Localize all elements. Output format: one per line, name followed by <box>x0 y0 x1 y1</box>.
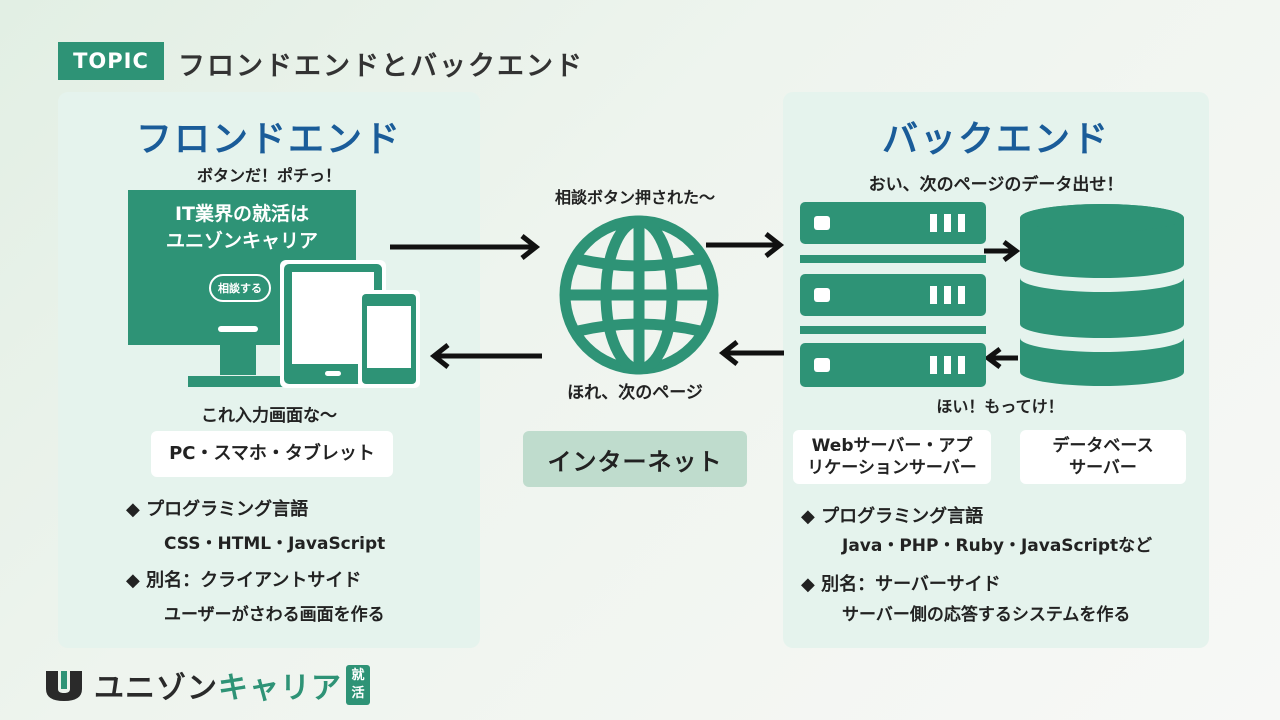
server-icon <box>800 202 986 387</box>
globe-icon <box>559 215 719 375</box>
db-label-line2: サーバー <box>1069 458 1137 478</box>
logo-badge: 就 活 <box>346 665 370 705</box>
server-label-line1: Webサーバー・アプ <box>811 435 973 456</box>
database-icon <box>1020 204 1184 386</box>
frontend-alias-detail: ユーザーがさわる画面を作る <box>164 605 385 625</box>
brand-logo: ユニゾンキャリア 就 活 <box>44 663 370 707</box>
logo-badge-1: 就 <box>351 668 365 683</box>
backend-alias-detail: サーバー側の応答するシステムを作る <box>842 605 1131 625</box>
db-label-line1: データベース <box>1052 435 1154 456</box>
frontend-heading: フロンドエンド <box>135 119 402 160</box>
logo-text: ユニゾンキャリア <box>94 663 342 707</box>
monitor-text-line1: IT業界の就活は <box>174 203 310 225</box>
logo-mark-icon <box>46 671 82 701</box>
logo-text-b: キャリア <box>218 671 342 706</box>
backend-heading: バックエンド <box>881 119 1110 160</box>
frontend-language-detail: CSS・HTML・JavaScript <box>164 534 386 554</box>
topic-tag: TOPIC <box>58 42 164 80</box>
frontend-speech-top: ボタンだ！ポチっ！ <box>196 166 341 185</box>
frontend-bullet-alias: ◆ 別名：クライアントサイド <box>126 570 362 591</box>
internet-label: インターネット <box>523 431 747 487</box>
internet-speech-bottom: ほれ、次のページ <box>567 383 703 403</box>
logo-text-a: ユニゾン <box>94 671 218 706</box>
monitor-text-line2: ユニゾンキャリア <box>165 230 318 252</box>
consult-button: 相談する <box>209 274 271 302</box>
devices-icon <box>128 260 420 388</box>
backend-speech-top: おい、次のページのデータ出せ！ <box>868 175 1124 195</box>
frontend-speech-bottom: これ入力画面な〜 <box>201 406 337 426</box>
backend-language-detail: Java・PHP・Ruby・JavaScriptなど <box>842 536 1153 556</box>
server-label: Webサーバー・アプ リケーションサーバー <box>793 430 991 484</box>
server-label-line2: リケーションサーバー <box>807 458 977 478</box>
db-label: データベース サーバー <box>1020 430 1186 484</box>
device-label: PC・スマホ・タブレット <box>151 431 393 477</box>
backend-bullet-alias: ◆ 別名：サーバーサイド <box>801 574 1001 595</box>
backend-speech-bottom: ほい！もってけ！ <box>936 397 1064 416</box>
monitor-screen-text: IT業界の就活は ユニゾンキャリア <box>128 201 356 255</box>
logo-badge-2: 活 <box>351 686 365 701</box>
backend-bullet-language: ◆ プログラミング言語 <box>801 506 984 527</box>
internet-speech-top: 相談ボタン押された〜 <box>554 188 715 207</box>
page-title: フロンドエンドとバックエンド <box>178 51 584 82</box>
frontend-bullet-language: ◆ プログラミング言語 <box>126 499 309 520</box>
